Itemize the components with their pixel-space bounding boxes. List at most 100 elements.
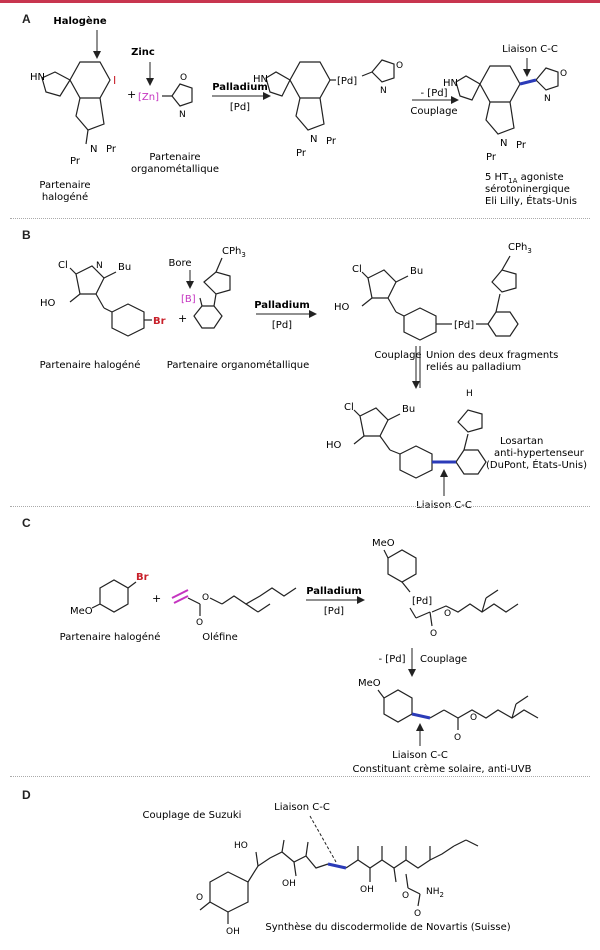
product-a-structure bbox=[455, 65, 559, 135]
losartan-ho: HO bbox=[326, 440, 342, 451]
meo-label: MeO bbox=[70, 606, 93, 617]
plus-sign: + bbox=[178, 312, 187, 325]
separator bbox=[10, 506, 590, 507]
bromoanisole-structure bbox=[91, 579, 137, 613]
cl-label: Cl bbox=[58, 260, 68, 271]
partner-organo-line1: Partenaire bbox=[149, 152, 200, 163]
oh-label-1: OH bbox=[282, 879, 296, 889]
discodermolide-structure bbox=[199, 839, 479, 924]
losartan-bu: Bu bbox=[402, 404, 415, 415]
oh-label-3: OH bbox=[226, 927, 240, 937]
arrow2-top-label: - [Pd] bbox=[421, 88, 448, 99]
reactant-a1-structure bbox=[41, 61, 111, 145]
product-pr1: Pr bbox=[516, 140, 527, 151]
panel-b: B Cl Bu HO N Br Partenaire halogéné + Bo… bbox=[0, 220, 600, 511]
panel-d: D Couplage de Suzuki Liaison C-C bbox=[0, 778, 600, 946]
product-o: O bbox=[560, 69, 567, 79]
intermediate-a-structure bbox=[265, 59, 395, 131]
product-desc-line2: sérotoninergique bbox=[485, 183, 570, 195]
union-line2: reliés au palladium bbox=[426, 361, 521, 373]
partner-halo: Partenaire halogéné bbox=[60, 631, 161, 643]
intermediate-o1: O bbox=[430, 629, 437, 639]
o-label-1: O bbox=[196, 893, 203, 903]
bore-label: Bore bbox=[168, 258, 191, 269]
arrow-top-label: Palladium bbox=[254, 300, 310, 311]
losartan-structure bbox=[353, 407, 487, 479]
br-label: Br bbox=[153, 316, 166, 327]
new-cc-bond bbox=[519, 78, 537, 86]
oxazole-a bbox=[162, 83, 193, 107]
zinc-label: Zinc bbox=[131, 47, 155, 58]
panel-c-scheme: Br MeO + O O Partenaire halogéné Oléfine… bbox=[60, 538, 539, 775]
panel-c: C Br MeO + O O Partenaire halogéné bbox=[0, 508, 600, 778]
panel-a-scheme: Halogène HN I N Pr Pr Partenaire halogén… bbox=[30, 15, 577, 207]
ho-label: HO bbox=[234, 841, 248, 851]
n-label: N bbox=[96, 261, 103, 271]
intermediate-pd: [Pd] bbox=[337, 76, 357, 87]
intermediate-pd: [Pd] bbox=[454, 320, 474, 331]
cph3-label: CPh3 bbox=[222, 246, 246, 259]
ho-label: HO bbox=[40, 298, 56, 309]
product-nh: HN bbox=[443, 78, 458, 89]
accent-top-bar bbox=[0, 0, 600, 3]
intermediate-bu: Bu bbox=[410, 266, 423, 277]
arrow2-right-label: Couplage bbox=[420, 654, 467, 665]
product-desc-line1: 5 HT1A agoniste bbox=[485, 172, 564, 185]
arrow-bottom-label: [Pd] bbox=[272, 320, 292, 331]
oh-label-2: OH bbox=[360, 885, 374, 895]
intermediate-n: N bbox=[310, 134, 317, 145]
panel-b-scheme: Cl Bu HO N Br Partenaire halogéné + Bore… bbox=[40, 242, 587, 511]
new-cc-bond bbox=[411, 712, 431, 720]
union-line1: Union des deux fragments bbox=[426, 350, 558, 361]
panel-a: A Halogène HN I N Pr Pr Partenaire halog… bbox=[0, 0, 600, 220]
acrylate-structure bbox=[187, 587, 297, 616]
panel-letter: A bbox=[22, 12, 31, 26]
panel-letter: B bbox=[22, 228, 31, 242]
arrow-bottom-label: [Pd] bbox=[230, 102, 250, 113]
br-label: Br bbox=[136, 572, 149, 583]
b-reagent: [B] bbox=[181, 294, 196, 305]
panel-letter: C bbox=[22, 516, 31, 530]
losartan-class: anti-hypertenseur bbox=[494, 448, 585, 459]
n-pr-label: N bbox=[90, 144, 97, 155]
arrow2-bottom-label: Couplage bbox=[410, 106, 457, 117]
intermediate-pd: [Pd] bbox=[412, 596, 432, 607]
pr-label-2: Pr bbox=[70, 156, 81, 167]
ester-o1: O bbox=[196, 618, 203, 628]
panel-d-scheme: Couplage de Suzuki Liaison C-C bbox=[143, 802, 511, 937]
product-c-structure bbox=[377, 689, 539, 730]
panel-letter: D bbox=[22, 788, 31, 802]
product-o1: O bbox=[454, 733, 461, 743]
losartan-cl: Cl bbox=[344, 402, 354, 413]
ester-o2: O bbox=[202, 593, 209, 603]
partner-halo-line1: Partenaire bbox=[39, 180, 90, 191]
intermediate-n-ox: N bbox=[380, 86, 387, 96]
intermediate-b-structure bbox=[361, 255, 519, 341]
partner-organo-line2: organométallique bbox=[131, 163, 219, 175]
partner-halo: Partenaire halogéné bbox=[40, 359, 141, 371]
nh-label: HN bbox=[30, 72, 45, 83]
liaison-label: Liaison C-C bbox=[416, 500, 472, 510]
zn-reagent: [Zn] bbox=[138, 92, 159, 103]
product-desc-line3: Eli Lilly, États-Unis bbox=[485, 194, 577, 207]
liaison-label: Liaison C-C bbox=[274, 802, 330, 813]
plus-sign: + bbox=[152, 592, 161, 605]
reactant-b1-structure bbox=[69, 265, 152, 337]
bu-label: Bu bbox=[118, 262, 131, 273]
iodine-label: I bbox=[113, 74, 116, 87]
losartan-name: Losartan bbox=[500, 436, 543, 447]
arrow2-left-label: - [Pd] bbox=[379, 654, 406, 665]
intermediate-nh: HN bbox=[253, 74, 268, 85]
plus-sign: + bbox=[127, 88, 136, 101]
couplage-label: Couplage bbox=[374, 350, 421, 361]
arrow-bottom-label: [Pd] bbox=[324, 606, 344, 617]
partner-organo: Partenaire organométallique bbox=[167, 359, 309, 371]
nh2-label: NH2 bbox=[426, 887, 444, 899]
caption: Synthèse du discodermolide de Novartis (… bbox=[265, 921, 510, 933]
separator bbox=[10, 218, 590, 219]
partner-halo-line2: halogéné bbox=[42, 191, 88, 203]
product-o2: O bbox=[470, 713, 477, 723]
product-pr2: Pr bbox=[486, 152, 497, 163]
new-cc-bond bbox=[327, 862, 347, 870]
suzuki-label: Couplage de Suzuki bbox=[143, 810, 242, 821]
